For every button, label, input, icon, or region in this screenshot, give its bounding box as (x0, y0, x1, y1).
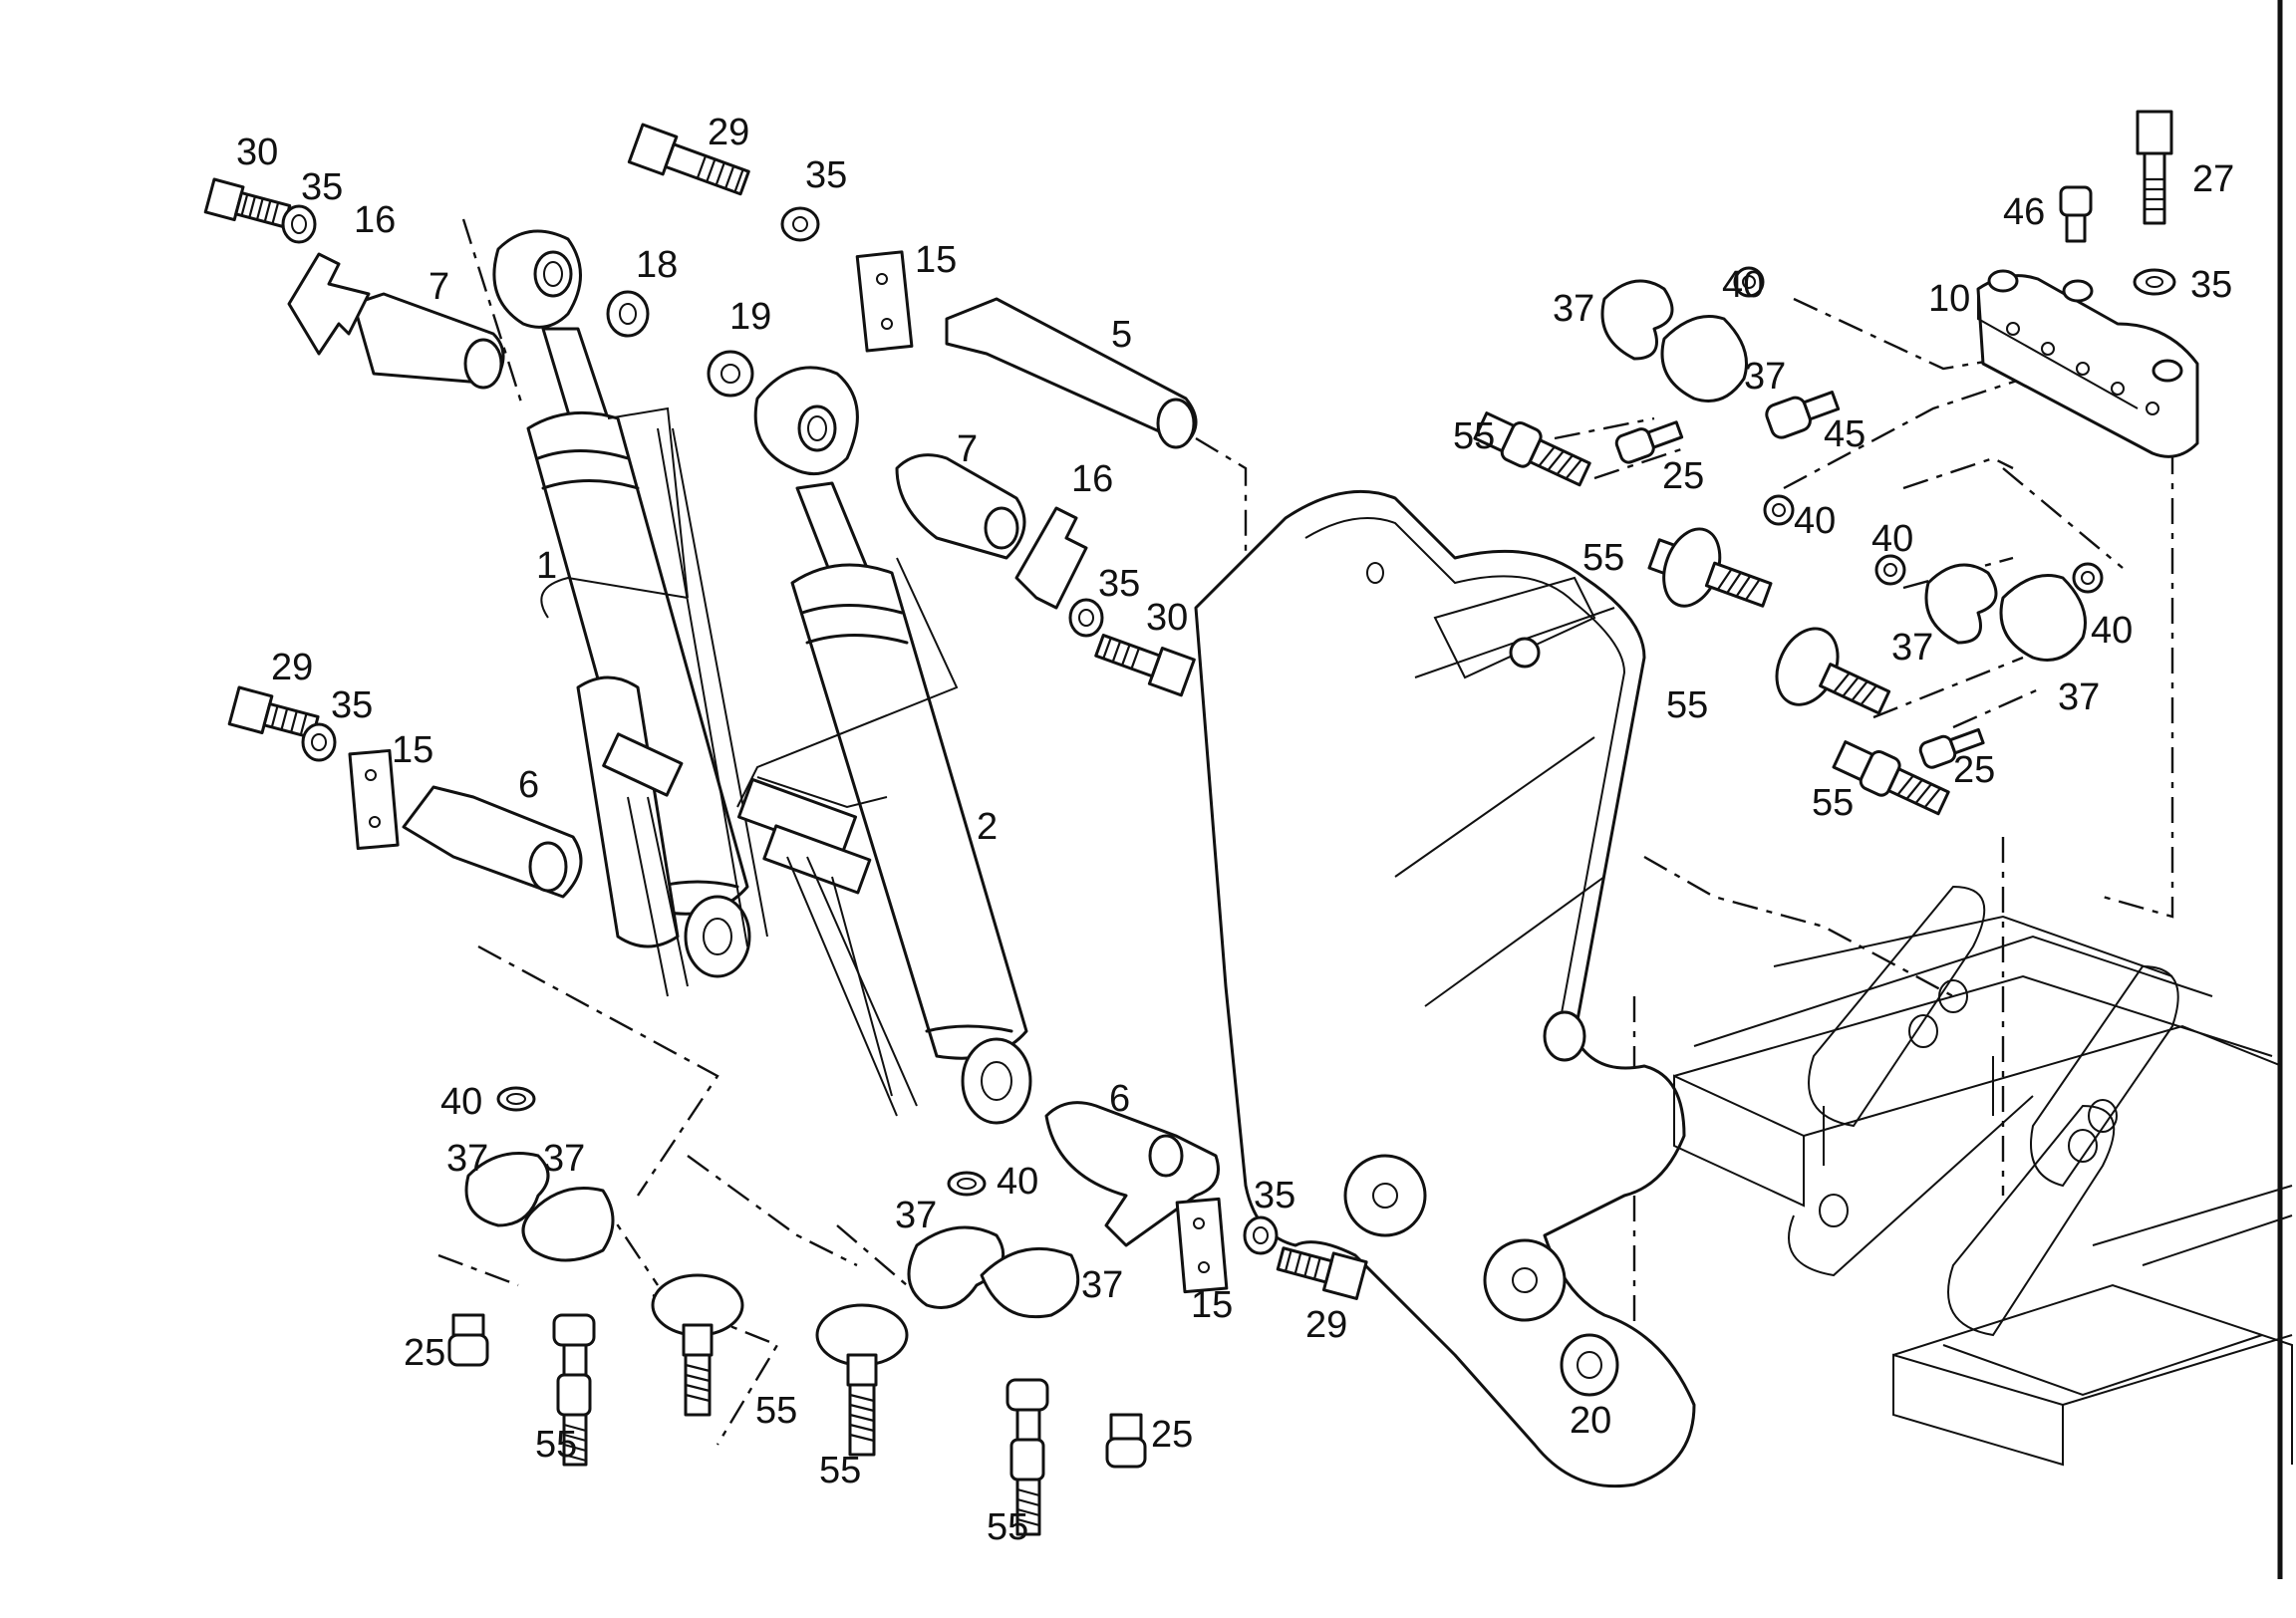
callout-16: 16 (1071, 458, 1113, 500)
callout-7: 7 (429, 266, 449, 308)
callout-45: 45 (1824, 413, 1866, 455)
callout-37: 37 (2058, 676, 2100, 718)
assembly-leader-lines (437, 218, 2174, 1446)
callout-30: 30 (1146, 597, 1188, 639)
hydraulic-cylinder-1 (492, 229, 768, 997)
callout-37: 37 (1891, 627, 1933, 669)
callout-16: 16 (354, 199, 396, 241)
callout-15: 15 (1191, 1284, 1233, 1326)
callout-40: 40 (997, 1161, 1038, 1203)
callout-27: 27 (2192, 158, 2234, 200)
callout-55: 55 (819, 1450, 861, 1491)
callout-1: 1 (536, 545, 557, 587)
callout-20: 20 (1570, 1400, 1611, 1442)
callout-18: 18 (636, 244, 678, 286)
callout-35: 35 (1098, 563, 1140, 605)
callout-37: 37 (1553, 288, 1594, 330)
callout-55: 55 (535, 1424, 577, 1466)
machine-chassis-frame (1673, 885, 2293, 1467)
callout-55: 55 (1666, 684, 1708, 726)
callout-25: 25 (404, 1332, 445, 1374)
callout-35: 35 (805, 154, 847, 196)
callout-29: 29 (1305, 1304, 1347, 1346)
callout-37: 37 (543, 1138, 585, 1180)
callout-40: 40 (1794, 500, 1836, 542)
callout-37: 37 (446, 1138, 488, 1180)
callout-55: 55 (1453, 415, 1495, 457)
callout-40: 40 (440, 1081, 482, 1123)
callout-37: 37 (895, 1195, 937, 1236)
callout-35: 35 (301, 166, 343, 208)
callout-40: 40 (2091, 610, 2133, 652)
callout-35: 35 (1254, 1175, 1295, 1216)
callout-19: 19 (729, 296, 771, 338)
callout-55: 55 (1812, 782, 1854, 824)
hydraulic-cylinder-2 (736, 366, 1032, 1125)
callout-15: 15 (392, 729, 433, 771)
callout-25: 25 (1662, 455, 1704, 497)
callout-6: 6 (518, 764, 539, 806)
callout-labels: 30 35 16 7 18 29 35 15 19 5 7 16 35 30 1… (236, 112, 2234, 1548)
callout-29: 29 (708, 112, 749, 153)
callout-25: 25 (1151, 1414, 1193, 1456)
washer-parts (281, 204, 2176, 1397)
callout-55: 55 (755, 1390, 797, 1432)
callout-55: 55 (1582, 537, 1624, 579)
callout-10: 10 (1928, 278, 1970, 320)
callout-6: 6 (1109, 1078, 1130, 1120)
threaded-stud-parts (552, 411, 1950, 1536)
callout-55: 55 (987, 1506, 1028, 1548)
mounting-bracket (1976, 269, 2199, 458)
split-collar-parts (464, 279, 2087, 1319)
callout-25: 25 (1953, 749, 1995, 791)
callout-40: 40 (1871, 518, 1913, 560)
callout-46: 46 (2003, 191, 2045, 233)
callout-15: 15 (915, 239, 957, 281)
callout-2: 2 (977, 806, 998, 848)
callout-37: 37 (1744, 356, 1786, 398)
callout-37: 37 (1081, 1264, 1123, 1306)
callout-29: 29 (271, 647, 313, 688)
callout-7: 7 (957, 428, 978, 470)
callout-40: 40 (1722, 264, 1764, 306)
boom-arm (1194, 489, 1696, 1488)
plate-parts (287, 250, 1229, 1294)
pin-parts (352, 292, 1220, 1247)
callout-35: 35 (2190, 264, 2232, 306)
callout-30: 30 (236, 132, 278, 173)
callout-5: 5 (1111, 314, 1132, 356)
callout-35: 35 (331, 684, 373, 726)
